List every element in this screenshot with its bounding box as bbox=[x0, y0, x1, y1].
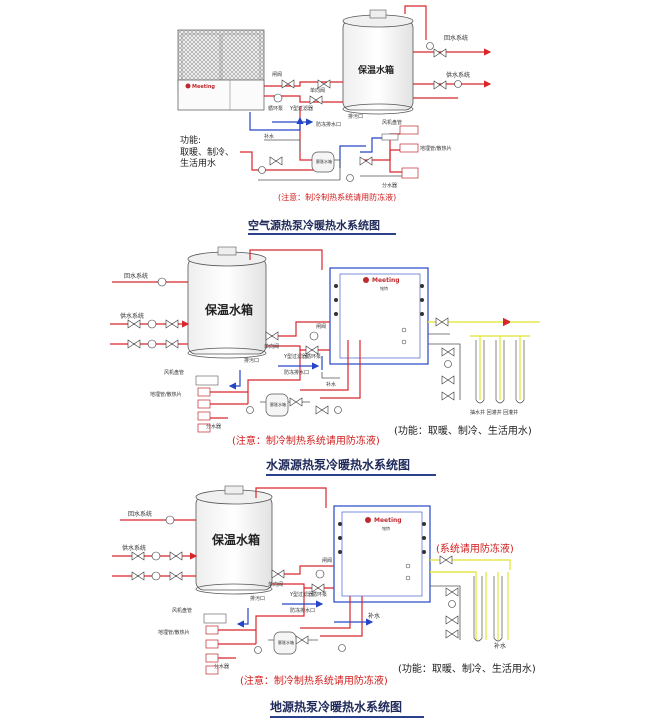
diagram-title: 水源源热泵冷暖热水系统图 bbox=[266, 457, 410, 472]
valve-label: 闸阀 bbox=[322, 557, 332, 564]
tank-label: 保温水箱 bbox=[357, 64, 394, 76]
return-water-label: 回水系统 bbox=[128, 510, 152, 518]
brand-logo-icon bbox=[185, 83, 191, 89]
valves bbox=[131, 515, 459, 654]
cold-water-pipes bbox=[236, 600, 374, 628]
check-valve-label: 单向阀 bbox=[310, 87, 325, 94]
ground-source-heat-pump-unit: Meeting 铭特 bbox=[333, 505, 431, 603]
function-label: (功能：取暖、制冷、生活用水) bbox=[394, 424, 532, 437]
drain-label: 排污口 bbox=[250, 595, 265, 602]
supply-water-label: 供水系统 bbox=[446, 71, 470, 79]
distributor-label: 分水器 bbox=[382, 182, 397, 189]
terminal-units bbox=[203, 613, 227, 675]
pump-label: 循环泵 bbox=[312, 591, 327, 598]
floor-heating-label: 地埋管/散热片 bbox=[420, 145, 452, 152]
fan-coil-label: 风机盘管 bbox=[164, 369, 184, 376]
supply-water-label: 供水系统 bbox=[120, 312, 144, 320]
brand-logo-icon bbox=[365, 517, 371, 523]
diagram-air-source: Meeting 保温水箱 bbox=[177, 5, 492, 235]
brand-label: Meeting bbox=[372, 277, 400, 284]
ground-loop-pipes bbox=[430, 559, 511, 640]
wells-label: 抽水井 回灌井 回灌井 bbox=[470, 409, 518, 416]
well-pipes bbox=[428, 317, 540, 400]
function-line-1: 取暖、制冷、 bbox=[180, 146, 234, 158]
expansion-tank-label: 膨胀水箱 bbox=[316, 158, 332, 164]
check-valve-label: 单向阀 bbox=[268, 581, 283, 588]
wells bbox=[475, 340, 525, 404]
antifreeze-note: (注意：制冷制热系统请用防冻液) bbox=[240, 674, 388, 687]
pump-label: 循环泵 bbox=[268, 105, 283, 112]
pump-label: 循环泵 bbox=[306, 353, 321, 360]
valves bbox=[127, 277, 455, 415]
check-valve-label: 单向阀 bbox=[264, 343, 279, 350]
insulated-water-tank: 保温水箱 bbox=[187, 246, 267, 359]
distributor-label: 分水器 bbox=[214, 663, 229, 670]
function-label: (功能：取暖、制冷、生活用水) bbox=[398, 662, 536, 675]
water-source-heat-pump-unit: Meeting 铭特 bbox=[329, 267, 429, 365]
make-up-water-label: 补水 bbox=[368, 612, 380, 620]
diagram-water-source: 保温水箱 Meeting 铭特 bbox=[110, 246, 540, 476]
valve-label: 闸阀 bbox=[272, 71, 282, 78]
filter-label: Y型过滤器 bbox=[283, 353, 307, 360]
diagram-title: 空气源热泵冷暖热水系统图 bbox=[248, 218, 380, 232]
brand-cn-label: 铭特 bbox=[380, 285, 388, 291]
return-water-label: 回水系统 bbox=[444, 34, 468, 42]
drain-label: 排污口 bbox=[244, 357, 259, 364]
floor-heating-label: 地埋管/散热片 bbox=[158, 629, 190, 636]
filter-label: Y型过滤器 bbox=[289, 105, 313, 112]
ground-loops bbox=[473, 576, 503, 642]
function-heading: 功能: bbox=[180, 134, 201, 146]
antifreeze-drain-label: 防冻排水口 bbox=[316, 121, 341, 128]
make-up-water-label: 补水 bbox=[264, 133, 274, 140]
return-water-label: 回水系统 bbox=[124, 272, 148, 280]
distributor-label: 分水器 bbox=[206, 423, 221, 430]
brand-cn-label: 铭特 bbox=[382, 525, 390, 531]
tank-label: 保温水箱 bbox=[211, 532, 260, 547]
expansion-tank-label: 膨胀水箱 bbox=[270, 401, 286, 407]
insulated-water-tank: 保温水箱 bbox=[195, 485, 273, 595]
valve-label: 闸阀 bbox=[316, 323, 326, 330]
ground-make-up-label: 补水 bbox=[494, 642, 506, 650]
fan-coil-label: 风机盘管 bbox=[172, 607, 192, 614]
make-up-water-label: 补水 bbox=[326, 381, 336, 388]
side-antifreeze-note: (系统请用防冻液) bbox=[436, 542, 514, 555]
antifreeze-note: (注意：制冷制热系统请用防冻液) bbox=[278, 192, 396, 202]
valves bbox=[258, 42, 462, 182]
brand-label: Meeting bbox=[192, 84, 215, 90]
filter-label: Y型过滤器 bbox=[289, 591, 313, 598]
function-line-2: 生活用水 bbox=[180, 157, 216, 169]
expansion-tank: 膨胀水箱 bbox=[273, 631, 297, 655]
expansion-tank: 膨胀水箱 bbox=[265, 393, 289, 417]
insulated-water-tank: 保温水箱 bbox=[342, 9, 414, 115]
drain-label: 排污口 bbox=[348, 113, 363, 120]
air-source-heat-pump-unit: Meeting bbox=[177, 29, 265, 111]
expansion-tank: 膨胀水箱 bbox=[311, 151, 335, 173]
antifreeze-drain-label: 防冻排水口 bbox=[284, 369, 309, 376]
antifreeze-drain-label: 防冻排水口 bbox=[290, 607, 315, 614]
fan-coil-label: 风机盘管 bbox=[382, 119, 402, 126]
brand-label: Meeting bbox=[374, 517, 402, 524]
tank-label: 保温水箱 bbox=[204, 302, 253, 317]
supply-water-label: 供水系统 bbox=[122, 544, 146, 552]
cold-water-pipes bbox=[228, 356, 323, 390]
expansion-tank-label: 膨胀水箱 bbox=[278, 639, 294, 645]
terminal-units bbox=[381, 125, 419, 179]
antifreeze-note: (注意：制冷制热系统请用防冻液) bbox=[232, 434, 380, 447]
diagram-title: 地源热泵冷暖热水系统图 bbox=[270, 699, 402, 714]
floor-heating-label: 地埋管/散热片 bbox=[150, 391, 182, 398]
diagram-ground-source: 保温水箱 Meeting 铭特 bbox=[112, 485, 536, 718]
terminal-units bbox=[195, 375, 219, 433]
brand-logo-icon bbox=[363, 277, 369, 283]
